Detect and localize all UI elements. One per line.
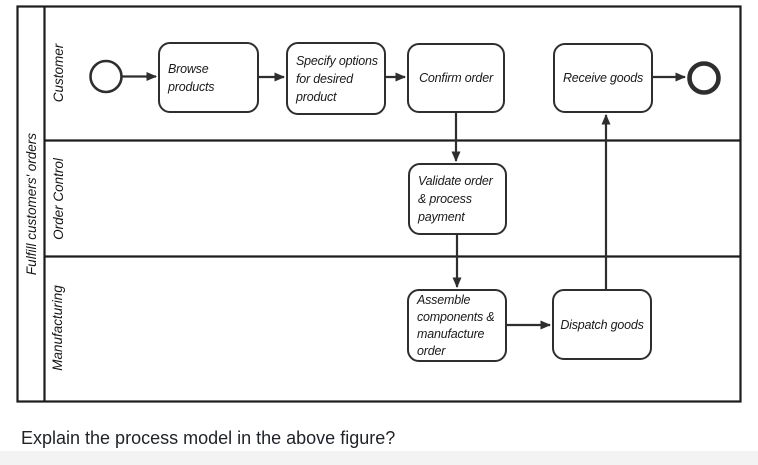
- pool-label: Fulfill customers' orders: [23, 132, 39, 276]
- lane-label-order-control: Order Control: [50, 158, 66, 240]
- task-confirm-order: Confirm order: [407, 43, 505, 113]
- task-validate-order: Validate order & process payment: [408, 163, 507, 235]
- task-specify-options: Specify options for desired product: [286, 42, 386, 115]
- task-assemble-order: Assemble components & manufacture order: [407, 289, 507, 362]
- end-event-circle: [687, 61, 721, 95]
- lane-label-manufacturing: Manufacturing: [49, 285, 65, 371]
- lane-label-customer: Customer: [50, 43, 66, 103]
- pool-border: [16, 5, 742, 403]
- question-text: Explain the process model in the above f…: [21, 428, 396, 448]
- task-receive-goods: Receive goods: [553, 43, 653, 113]
- bpmn-figure: Fulfill customers' orders Customer Order…: [16, 5, 742, 403]
- footer-strip: [0, 451, 758, 465]
- task-browse-products: Browse products: [158, 42, 259, 113]
- bpmn-diagram-canvas: [16, 5, 742, 403]
- task-dispatch-goods: Dispatch goods: [552, 289, 652, 360]
- start-event-circle: [89, 59, 123, 94]
